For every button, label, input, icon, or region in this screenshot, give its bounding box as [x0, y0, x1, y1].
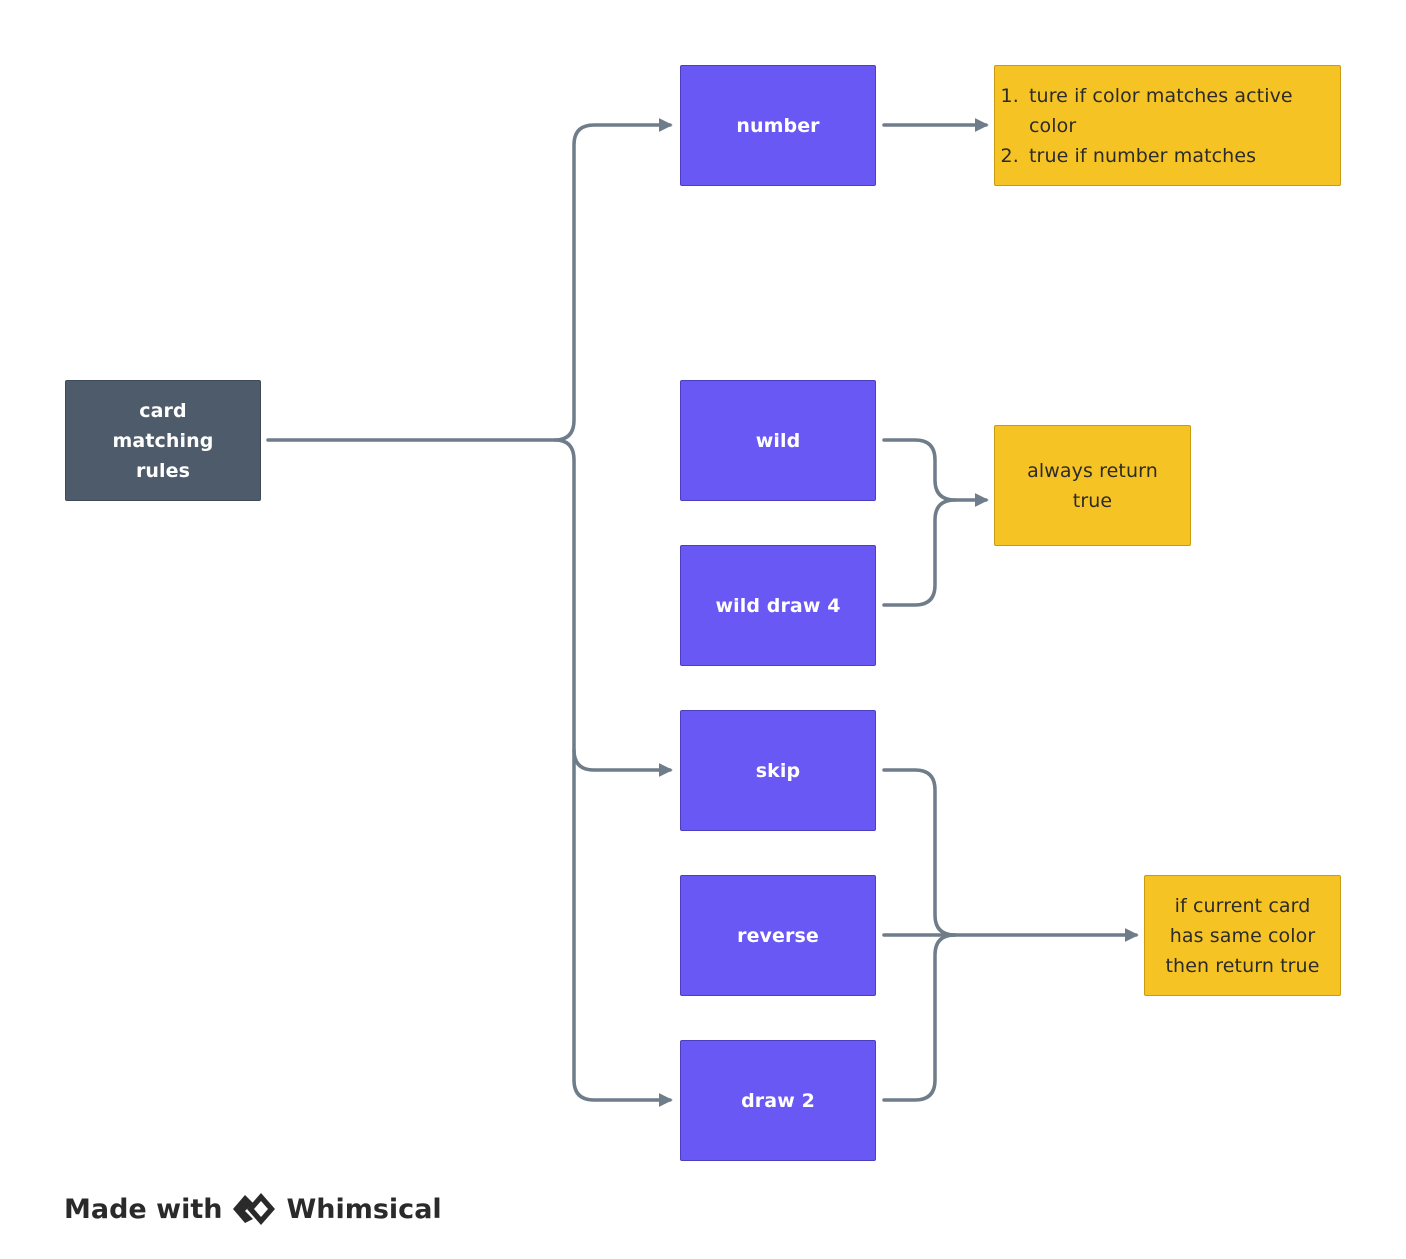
- number-rule-list: ture if color matches active color true …: [997, 81, 1322, 171]
- type-node-number[interactable]: number: [680, 65, 876, 186]
- edge-root-to-draw2: [572, 748, 673, 1107]
- type-node-wild[interactable]: wild: [680, 380, 876, 501]
- type-label-wild: wild: [755, 429, 801, 452]
- number-rule-item: true if number matches: [1025, 141, 1322, 171]
- type-label-skip: skip: [755, 759, 801, 782]
- type-label-wild-draw-4: wild draw 4: [715, 594, 841, 617]
- type-node-wild-draw-4[interactable]: wild draw 4: [680, 545, 876, 666]
- whimsical-footer[interactable]: Made with Whimsical: [64, 1189, 442, 1229]
- rule-note-wild[interactable]: always return true: [994, 425, 1191, 546]
- edge-draw2-to-rule: [882, 933, 957, 1102]
- whimsical-logo-icon: [233, 1193, 276, 1225]
- whimsical-brand-text: Whimsical: [286, 1193, 442, 1225]
- type-node-draw-2[interactable]: draw 2: [680, 1040, 876, 1161]
- number-rule-item: ture if color matches active color: [1025, 81, 1322, 141]
- root-node[interactable]: card matching rules: [65, 380, 261, 501]
- type-label-number: number: [736, 114, 820, 137]
- edge-skip-to-rule: [882, 768, 957, 937]
- rule-note-action[interactable]: if current card has same color then retu…: [1144, 875, 1341, 996]
- made-with-text: Made with: [64, 1193, 223, 1225]
- type-label-draw-2: draw 2: [741, 1089, 815, 1112]
- type-label-reverse: reverse: [737, 924, 819, 947]
- edge-wilddraw4-to-rule: [882, 498, 957, 607]
- edge-wild-to-rule: [882, 438, 989, 507]
- rule-note-number[interactable]: ture if color matches active color true …: [994, 65, 1341, 186]
- wild-rule-text: always return true: [1027, 459, 1158, 512]
- type-node-reverse[interactable]: reverse: [680, 875, 876, 996]
- root-label: card matching rules: [112, 399, 214, 482]
- type-node-skip[interactable]: skip: [680, 710, 876, 831]
- edge-root-to-skip: [553, 438, 673, 777]
- action-rule-text: if current card has same color then retu…: [1165, 894, 1320, 977]
- edge-root-to-number: [266, 118, 673, 442]
